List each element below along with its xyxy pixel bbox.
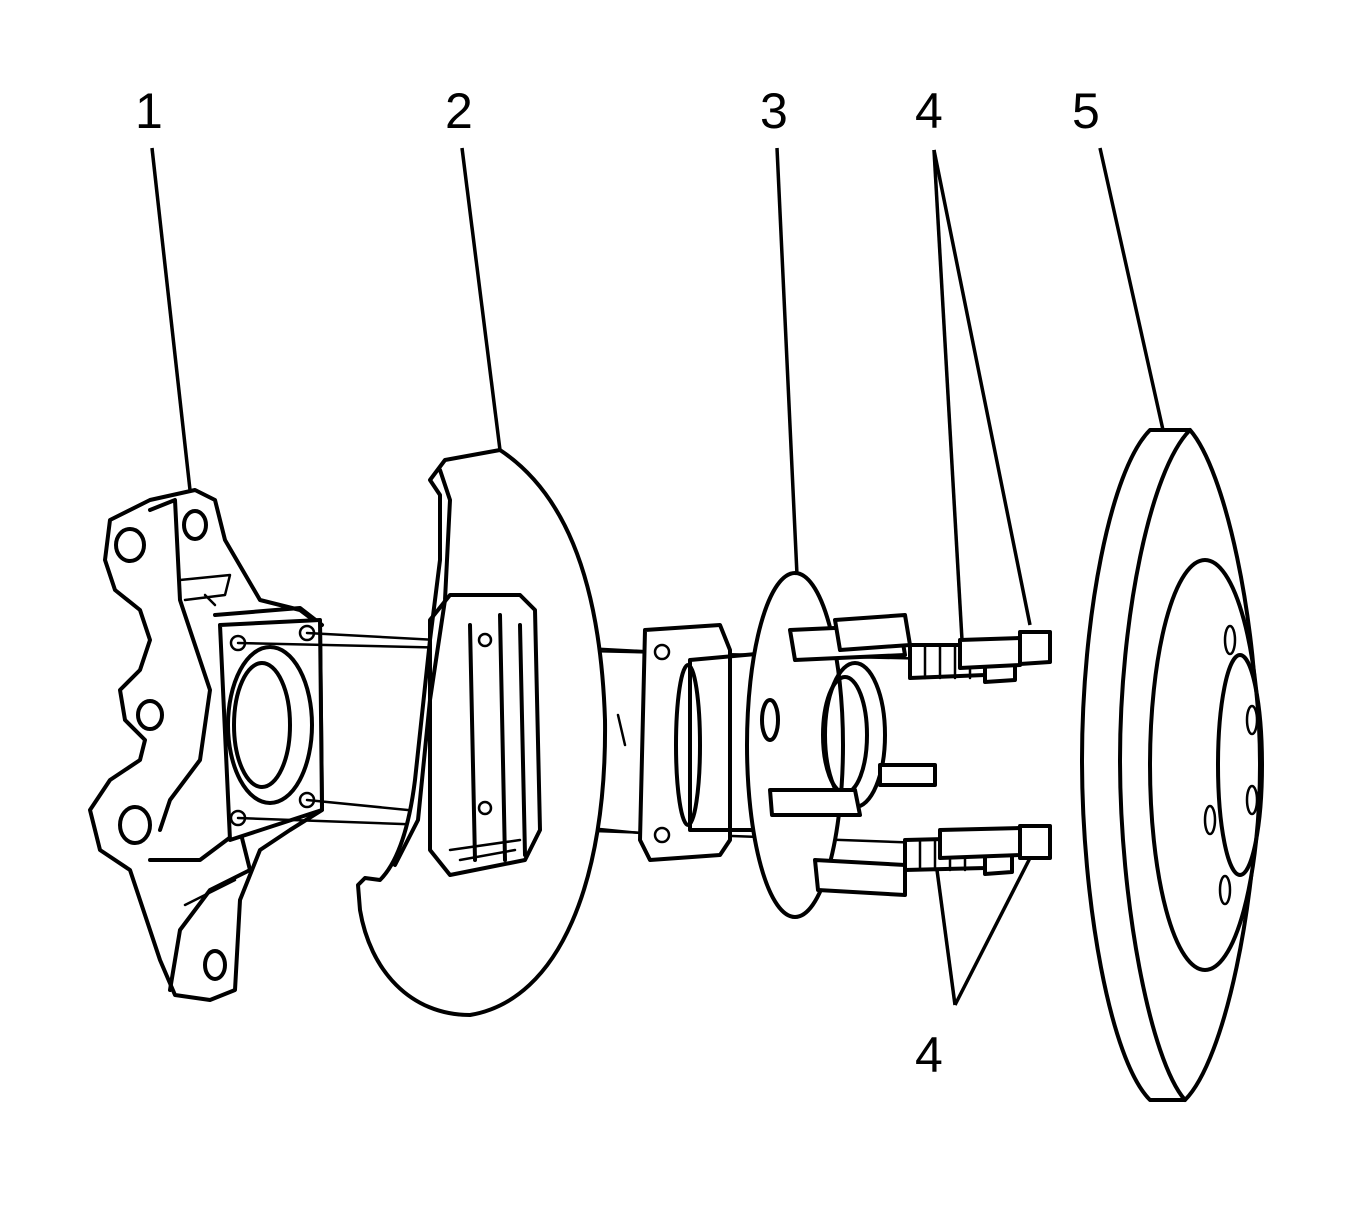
callout-4-bottom: 4 <box>915 1027 943 1083</box>
steering-knuckle <box>88 488 324 1002</box>
callout-1: 1 <box>135 83 163 139</box>
callout-5: 5 <box>1072 83 1100 139</box>
callout-4-top: 4 <box>915 83 943 139</box>
callout-2: 2 <box>445 83 473 139</box>
callout-3: 3 <box>760 83 788 139</box>
bolt-top-right <box>958 630 1052 670</box>
bolt-bottom-right <box>938 824 1052 860</box>
leader-lines <box>150 147 1165 1006</box>
brake-shield <box>356 448 608 1017</box>
hub-bolts <box>903 630 1052 876</box>
brake-rotor <box>1080 428 1264 1102</box>
wheel-hub-bearing <box>616 571 937 919</box>
